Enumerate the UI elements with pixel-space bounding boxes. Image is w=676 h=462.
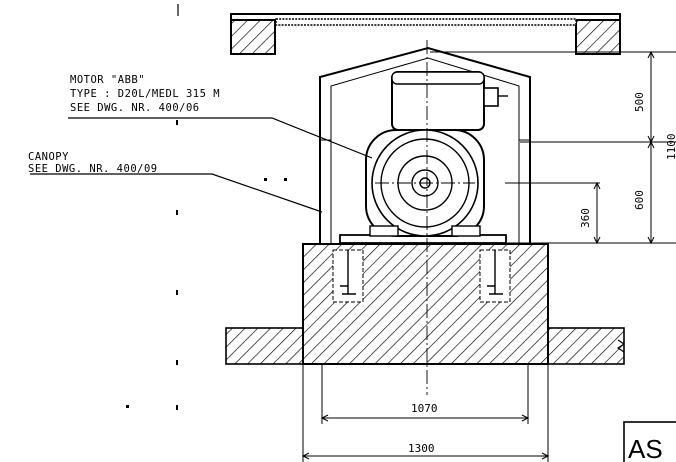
dim-arrows-bottom xyxy=(301,414,550,460)
horizontal-dimensions xyxy=(301,364,550,462)
vertical-dimensions xyxy=(430,50,676,245)
motor-label-line3: SEE DWG. NR. 400/06 xyxy=(70,102,200,114)
floor-slab xyxy=(225,327,626,365)
canopy-label-line2: SEE DWG. NR. 400/09 xyxy=(28,163,158,175)
cable-gland xyxy=(483,87,499,107)
dim-arrows-right xyxy=(593,50,655,245)
beam-rail xyxy=(275,18,577,26)
center-lines xyxy=(375,40,475,395)
terminal-box xyxy=(391,71,508,131)
canopy-label-line1: CANOPY xyxy=(28,151,69,163)
foundation-block xyxy=(302,243,549,365)
anchor-bolt-right xyxy=(487,250,503,295)
floor-right xyxy=(547,327,625,365)
canopy-outline xyxy=(319,46,531,243)
dimension-360: 360 xyxy=(579,208,592,228)
dimension-1100: 1100 xyxy=(665,134,676,161)
anchor-bolt-left xyxy=(340,250,356,295)
canopy-leader xyxy=(30,173,323,213)
title-block-text: AS xyxy=(628,434,663,462)
dimension-1070: 1070 xyxy=(411,402,438,415)
break-line-right xyxy=(616,339,626,353)
dimension-1300: 1300 xyxy=(408,442,435,455)
dimension-600: 600 xyxy=(633,190,646,210)
motor-foot-left xyxy=(369,225,399,237)
construction-marks xyxy=(126,120,287,410)
terminal-box-lid xyxy=(391,71,485,85)
motor-leader xyxy=(68,117,373,159)
dimension-500: 500 xyxy=(633,92,646,112)
canopy-inner xyxy=(330,57,520,243)
motor-foot-right xyxy=(451,225,481,237)
motor-label-line1: MOTOR "ABB" xyxy=(70,74,145,86)
leader-lines xyxy=(30,117,373,213)
floor-left xyxy=(225,327,304,365)
title-block-frame xyxy=(623,421,676,462)
title-block: AS xyxy=(623,421,676,462)
overhead-beam xyxy=(230,13,621,55)
motor-label-line2: TYPE : D20L/MEDL 315 M xyxy=(70,88,220,100)
